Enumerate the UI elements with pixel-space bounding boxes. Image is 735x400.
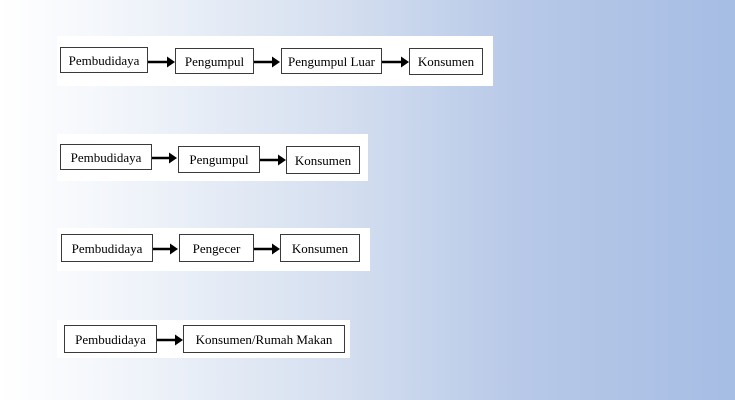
chain-4-arrow-1	[157, 334, 183, 346]
chain-4-node-2: Konsumen/Rumah Makan	[183, 325, 345, 353]
chain-1-node-2: Pengumpul	[175, 48, 254, 74]
chain-2-arrow-2	[260, 154, 286, 166]
chain-4-node-1: Pembudidaya	[64, 325, 157, 353]
chain-1-node-4: Konsumen	[409, 48, 483, 75]
chain-1-node-3: Pengumpul Luar	[281, 48, 382, 74]
chain-3-node-3: Konsumen	[280, 234, 360, 262]
chain-3-panel: Pembudidaya Pengecer Konsumen	[57, 228, 370, 271]
chain-1-panel: Pembudidaya Pengumpul Pengumpul Luar Kon…	[57, 36, 493, 86]
chain-3-node-2: Pengecer	[179, 234, 254, 262]
chain-3-arrow-2	[254, 243, 280, 255]
chain-4-panel: Pembudidaya Konsumen/Rumah Makan	[57, 320, 350, 358]
chain-3-node-1: Pembudidaya	[61, 234, 153, 262]
chain-2-arrow-1	[152, 152, 177, 164]
chain-1-node-1: Pembudidaya	[60, 47, 148, 73]
chain-1-arrow-1	[148, 56, 175, 68]
chain-2-panel: Pembudidaya Pengumpul Konsumen	[57, 134, 368, 181]
chain-2-node-1: Pembudidaya	[60, 144, 152, 170]
chain-1-arrow-3	[382, 56, 409, 68]
chain-2-node-3: Konsumen	[286, 146, 360, 174]
chain-1-arrow-2	[254, 56, 280, 68]
chain-2-node-2: Pengumpul	[178, 146, 260, 173]
chain-3-arrow-1	[153, 243, 178, 255]
